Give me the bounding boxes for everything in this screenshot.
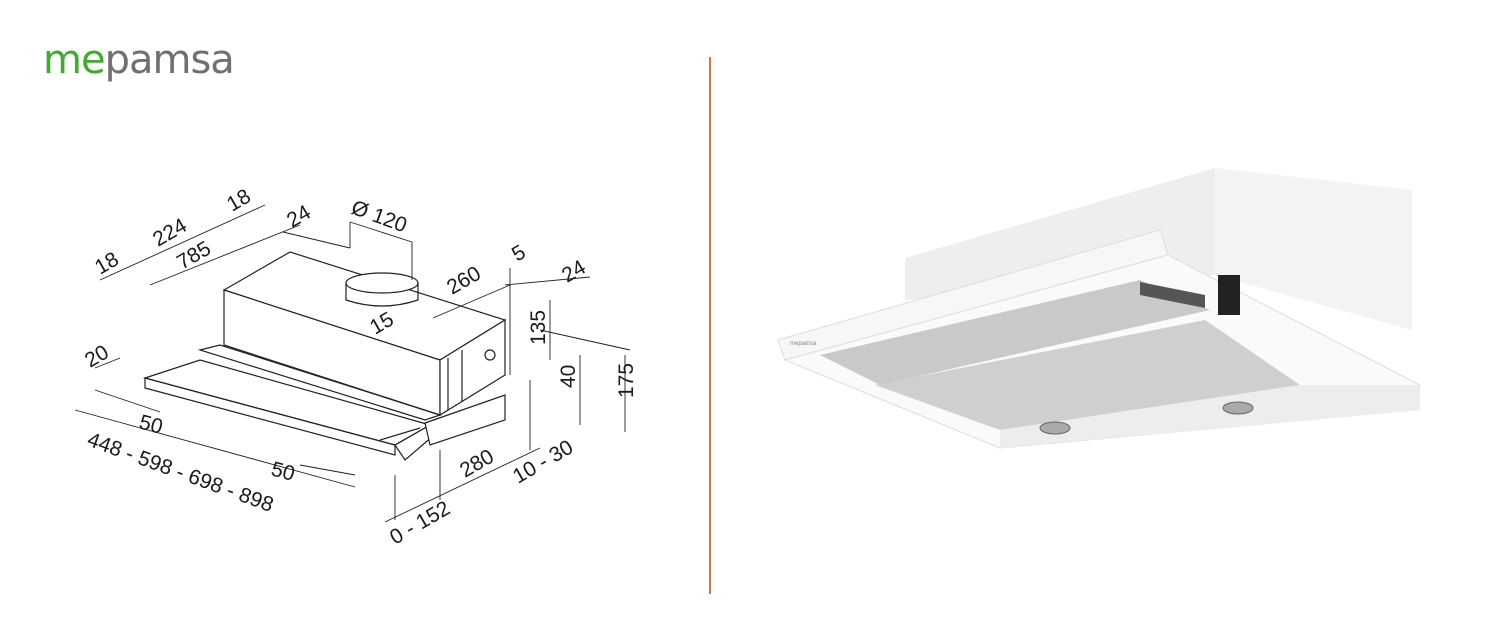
- dim-135: 135: [527, 310, 550, 345]
- technical-drawing: 18 224 18 785 24 Ø 120 260 5 24 15 135 4…: [74, 185, 638, 550]
- dim-0-152: 0 - 152: [386, 497, 454, 550]
- brand-logo: mepamsa: [43, 37, 235, 83]
- dim-widths: 448 - 598 - 698 - 898: [84, 428, 276, 517]
- dim-20: 20: [81, 341, 113, 373]
- dim-5: 5: [508, 241, 530, 267]
- hood-outline: [142, 251, 507, 461]
- dim-40: 40: [557, 365, 580, 388]
- dim-10-30: 10 - 30: [509, 436, 577, 489]
- dim-18-left: 18: [91, 248, 123, 280]
- logo-part-me: me: [43, 37, 106, 83]
- hood-brand-label: mepamsa: [790, 341, 817, 347]
- dim-24-top: 24: [283, 201, 315, 233]
- dim-24-right: 24: [558, 256, 590, 288]
- dim-785: 785: [173, 237, 215, 274]
- dim-50-front: 50: [269, 458, 298, 486]
- dim-260: 260: [443, 262, 485, 299]
- logo-part-pamsa: pamsa: [104, 37, 235, 83]
- dim-224: 224: [149, 214, 191, 252]
- dim-175: 175: [615, 363, 638, 398]
- divider: [709, 57, 711, 594]
- dim-50-left: 50: [137, 411, 166, 439]
- hood-photo: mepamsa: [777, 168, 1421, 449]
- dim-280: 280: [456, 445, 498, 482]
- dimension-lines: [74, 204, 631, 523]
